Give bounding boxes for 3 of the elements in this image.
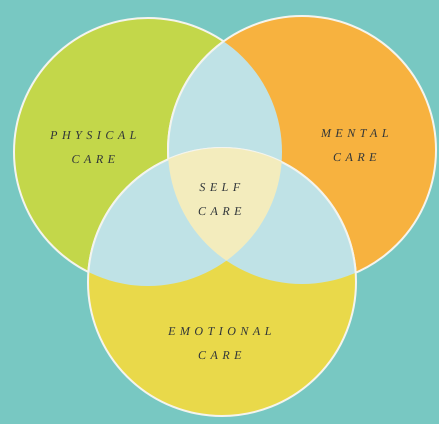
circle-label: EMOTIONAL CARE — [142, 319, 302, 367]
circle-label: PHYSICAL CARE — [33, 123, 158, 171]
circle-label: MENTAL CARE — [297, 121, 417, 169]
